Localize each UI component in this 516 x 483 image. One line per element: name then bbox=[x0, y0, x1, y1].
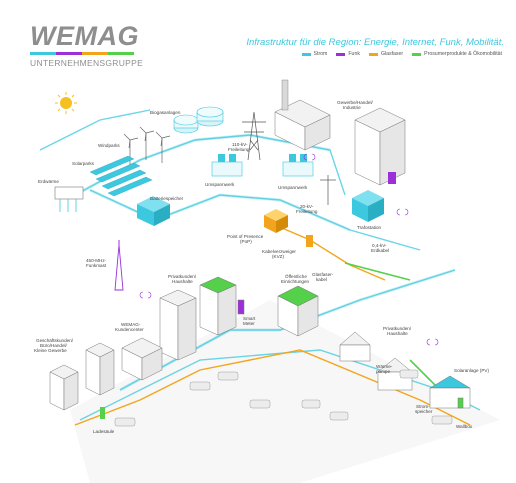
charging-station-icon bbox=[100, 407, 105, 419]
logo-wordmark: WEMAG bbox=[30, 21, 139, 51]
headline: Infrastruktur für die Region: Energie, I… bbox=[246, 37, 504, 48]
label-kvz-1: Kabelverzweiger bbox=[262, 249, 296, 254]
ground-cable-green bbox=[344, 262, 411, 281]
radio-wave-icons bbox=[139, 153, 439, 346]
cable-distributor-icon bbox=[306, 235, 313, 247]
label-wallbox: Wallbox bbox=[456, 424, 473, 429]
wemag-logo: WEMAG UNTERNEHMENSGRUPPE bbox=[30, 22, 160, 68]
label-wemag-1: WEMAG- bbox=[121, 322, 141, 327]
label-private2-2: Haushalte bbox=[387, 331, 408, 336]
town-buildings bbox=[49, 276, 471, 411]
label-fiber-1: Glasfaser- bbox=[312, 272, 334, 277]
legend-swatch bbox=[368, 52, 378, 56]
label-business-2: Büro/Handel/ bbox=[40, 343, 68, 348]
residential-tower-1 bbox=[159, 289, 197, 361]
label-mast-1: 450-MHz- bbox=[86, 258, 107, 263]
legend-label: Prosumerprodukte & Ökomobilität bbox=[424, 51, 502, 57]
label-pop-2: (PoP) bbox=[240, 239, 252, 244]
label-kvz-2: (KVZ) bbox=[272, 254, 284, 259]
label-business-1: Geschäftskunden/ bbox=[36, 338, 74, 343]
legend-item-strom: Strom bbox=[301, 51, 328, 57]
label-storage-1: Strom- bbox=[416, 404, 430, 409]
industry-building-icon bbox=[274, 79, 331, 151]
legend-swatch bbox=[412, 52, 422, 56]
solar-park-icon bbox=[89, 155, 153, 197]
legend: Strom Funk Glasfaser Prosumerprodukte & … bbox=[301, 51, 502, 57]
fiber-lines bbox=[74, 224, 471, 426]
transformer-station-icon bbox=[352, 190, 384, 222]
label-04kv-2: Erdkabel bbox=[371, 248, 389, 253]
label-wemag-2: Kundencenter bbox=[115, 327, 144, 332]
legend-item-prosumer: Prosumerprodukte & Ökomobilität bbox=[412, 51, 502, 57]
fiber-distribution bbox=[74, 349, 471, 426]
label-industry-1: Gewerbe/Handel/ bbox=[337, 100, 373, 105]
label-20kv-1: 20-kV- bbox=[300, 204, 314, 209]
label-substation-2: Umspannwerk bbox=[278, 185, 308, 190]
logo-color-bar bbox=[30, 52, 134, 55]
house-3-pv bbox=[429, 375, 471, 409]
label-charging: Ladesäule bbox=[93, 429, 115, 434]
pylon-icon bbox=[242, 111, 266, 161]
label-private1-1: Privatkunden/ bbox=[168, 274, 197, 279]
point-of-presence-icon bbox=[264, 209, 288, 233]
business-building-2 bbox=[49, 364, 79, 411]
label-fiber-2: kabel bbox=[316, 277, 327, 282]
label-private1-2: Haushalte bbox=[172, 279, 193, 284]
residential-tower-2 bbox=[199, 276, 245, 336]
label-industry-2: Industrie bbox=[343, 105, 361, 110]
public-building bbox=[277, 285, 319, 337]
feed-line bbox=[39, 109, 151, 151]
label-smart-1: Smart bbox=[243, 316, 256, 321]
label-public-1: Öffentliche bbox=[285, 273, 307, 279]
label-private2-1: Privatkunden/ bbox=[383, 326, 412, 331]
battery-storage-icon bbox=[137, 196, 170, 226]
business-building-1 bbox=[85, 342, 115, 396]
label-smart-2: Meter bbox=[243, 321, 255, 326]
label-heatpump-1: Wärme- bbox=[376, 364, 393, 369]
label-heatpump-2: pumpe bbox=[376, 369, 390, 374]
label-pv: Solaranlage (PV) bbox=[454, 368, 489, 373]
label-pop-1: Point of Presence bbox=[227, 234, 264, 239]
label-solar: Solarparks bbox=[72, 161, 95, 166]
label-earth: Erdwärme bbox=[38, 179, 59, 184]
label-substation-1: Umspannwerk bbox=[205, 182, 235, 187]
medium-voltage-mast-icon bbox=[320, 175, 336, 205]
label-biogas: Biogasanlagen bbox=[150, 110, 181, 115]
label-04kv-1: 0,4-kV- bbox=[372, 243, 387, 248]
label-110kv-1: 110-kV- bbox=[232, 142, 248, 147]
diagram-labels: Biogasanlagen Windparks Solarparks Erdwä… bbox=[34, 100, 489, 434]
legend-label: Funk bbox=[348, 51, 360, 57]
label-wind: Windparks bbox=[98, 143, 120, 148]
biogas-plant-icon bbox=[173, 106, 224, 134]
label-110kv-2: Freileitung bbox=[228, 147, 250, 152]
label-business-3: Kleine Gewerbe bbox=[34, 348, 67, 353]
legend-swatch bbox=[301, 52, 311, 56]
label-public-2: Einrichtungen bbox=[281, 279, 310, 284]
office-tower-icon bbox=[354, 107, 406, 186]
legend-item-glasfaser: Glasfaser bbox=[368, 51, 404, 57]
substation-icon-2 bbox=[282, 154, 314, 177]
label-trafo: Trafostation bbox=[357, 225, 382, 230]
legend-label: Glasfaser bbox=[380, 51, 404, 57]
label-storage-2: speicher bbox=[415, 409, 433, 414]
label-mast-2: Funkmast bbox=[86, 263, 107, 268]
house-1 bbox=[339, 331, 371, 362]
substation-icon-1 bbox=[211, 154, 243, 177]
logo-subtitle: UNTERNEHMENSGRUPPE bbox=[30, 58, 144, 68]
customer-center-building bbox=[121, 337, 163, 381]
fiber-trunk bbox=[274, 224, 386, 281]
geothermal-icon bbox=[54, 186, 84, 212]
sun-icon bbox=[55, 92, 77, 114]
label-20kv-2: Freileitung bbox=[296, 209, 318, 214]
legend-swatch bbox=[336, 52, 346, 56]
label-battery: Batteriespeicher bbox=[150, 196, 184, 201]
radio-mast-icon bbox=[114, 240, 124, 291]
legend-item-funk: Funk bbox=[336, 51, 360, 57]
car-icons bbox=[114, 369, 453, 427]
legend-label: Strom bbox=[313, 51, 328, 57]
ground-plane bbox=[70, 300, 500, 483]
